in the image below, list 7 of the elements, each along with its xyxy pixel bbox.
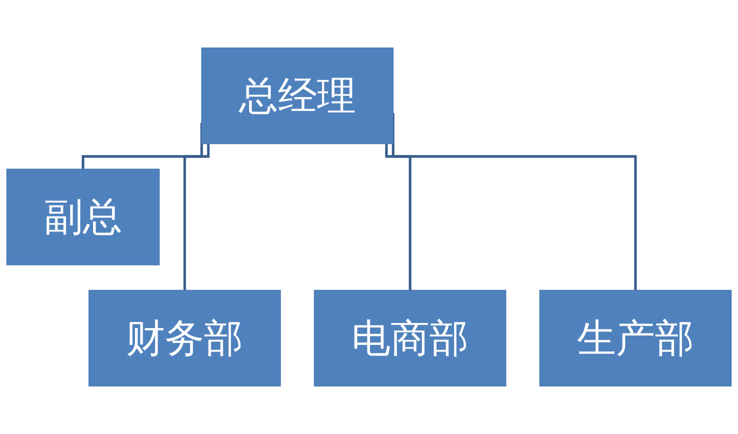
node-box: 财务部 bbox=[88, 290, 281, 386]
node-box: 副总 bbox=[6, 168, 160, 266]
node-box: 电商部 bbox=[314, 290, 506, 386]
connector bbox=[82, 122, 203, 170]
connector bbox=[385, 144, 412, 292]
connector bbox=[183, 144, 210, 292]
node-box: 生产部 bbox=[539, 290, 732, 386]
